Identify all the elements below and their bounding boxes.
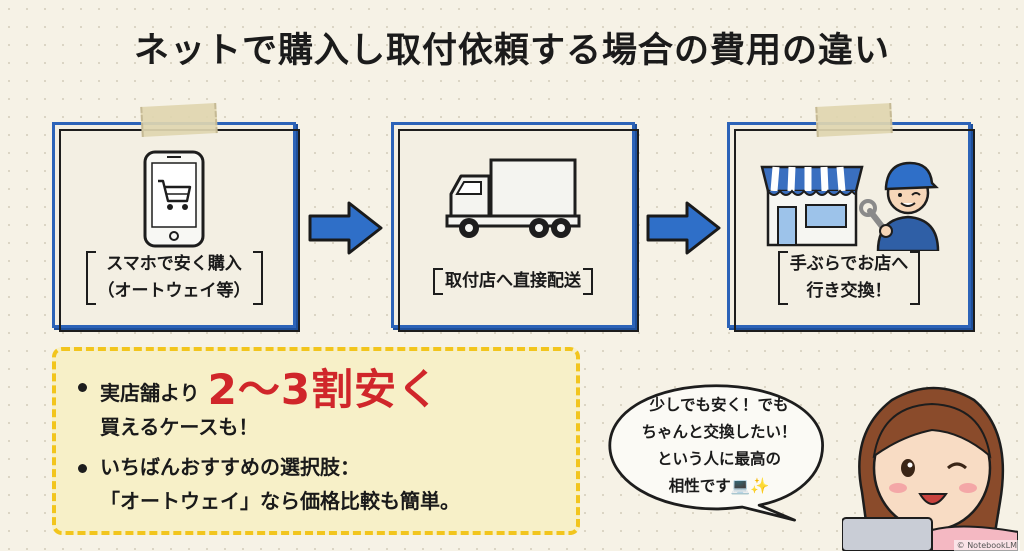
step-card-exchange: 手ぶらでお店へ 行き交換！ bbox=[727, 103, 975, 332]
step-card-delivery: 取付店へ直接配送 bbox=[391, 122, 639, 332]
credit-label: © NotebookLM bbox=[953, 540, 1020, 551]
shop-mechanic-icon bbox=[760, 161, 940, 251]
speech-text: 少しでも安く！でも ちゃんと交換したい！ という人に最高の 相性です💻✨ bbox=[641, 396, 797, 495]
delivery-truck-icon bbox=[445, 158, 581, 238]
tape-decoration bbox=[815, 103, 893, 137]
benefit-item: いちばんおすすめの選択肢： 「オートウェイ」なら価格比較も簡単。 bbox=[78, 450, 576, 518]
flow-arrow-icon bbox=[308, 201, 383, 255]
speech-bubble bbox=[608, 384, 824, 522]
step-caption: スマホで安く購入 （オートウェイ等） bbox=[85, 249, 263, 307]
step-caption: 取付店へ直接配送 bbox=[433, 266, 593, 297]
girl-character-icon bbox=[842, 386, 1018, 551]
step-card-purchase: スマホで安く購入 （オートウェイ等） bbox=[52, 103, 300, 332]
flow-arrow-icon bbox=[646, 201, 721, 255]
page-title: ネットで購入し取付依頼する場合の費用の違い bbox=[133, 31, 890, 71]
step-caption: 手ぶらでお店へ 行き交換！ bbox=[777, 249, 921, 307]
discount-highlight: 2〜3割安く bbox=[207, 365, 441, 414]
tape-decoration bbox=[140, 103, 218, 137]
smartphone-cart-icon bbox=[143, 150, 205, 248]
